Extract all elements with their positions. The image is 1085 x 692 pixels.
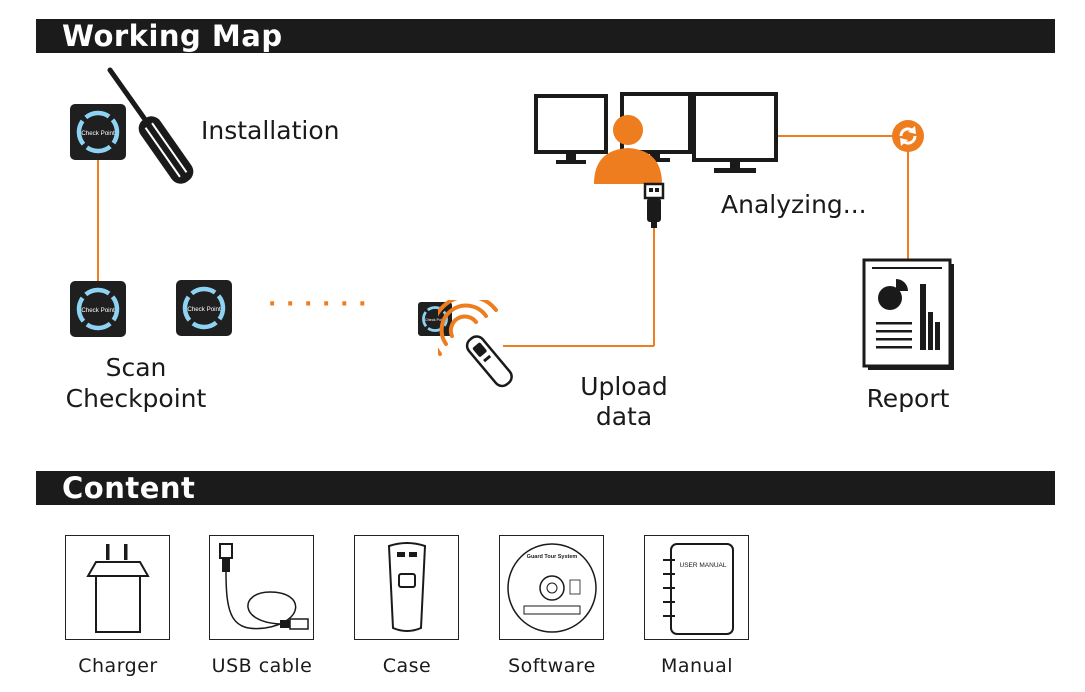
- content-item-label: Manual: [660, 655, 734, 677]
- upload-label-line2: data: [595, 402, 653, 431]
- refresh-icon: [892, 120, 924, 152]
- content-item-label: Case: [382, 655, 432, 677]
- checkpoint-text: Check Point: [81, 130, 115, 137]
- checkpoint-text: Check Point: [187, 306, 221, 313]
- content-item-label: USB cable: [211, 655, 313, 677]
- checkpoint-text: Check Point: [425, 318, 446, 322]
- charger-box: [65, 535, 170, 640]
- scanner-signal-icon: [438, 300, 513, 388]
- installation-label: Installation: [201, 116, 340, 145]
- scan-label-line1: Scan: [105, 353, 167, 382]
- upload-label-line1: Upload: [580, 372, 668, 401]
- analyzing-label: Analyzing...: [721, 190, 867, 219]
- content-banner: Content: [36, 471, 1055, 505]
- content-item-label: Charger: [78, 655, 158, 677]
- manual-text: USER MANUAL: [680, 562, 727, 569]
- screwdriver-icon: [107, 67, 194, 184]
- report-label: Report: [866, 384, 950, 413]
- working-map-title: Working Map: [62, 19, 283, 53]
- case-box: [354, 535, 459, 640]
- checkpoint-installation-icon: Check Point: [70, 104, 126, 160]
- usb-plug-icon: [643, 182, 665, 228]
- scan-label-line2: Checkpoint: [65, 384, 207, 413]
- software-cd-icon: Guard Tour System: [507, 543, 597, 633]
- usb-cable-icon: [219, 543, 309, 630]
- content-item-label: Software: [508, 655, 596, 677]
- usb-cable-box: [209, 535, 314, 640]
- ellipsis-dots: · · · · · ·: [268, 292, 368, 317]
- checkpoint-scan-1-icon: Check Point: [70, 281, 126, 337]
- case-icon: [387, 542, 427, 632]
- checkpoint-text: Check Point: [81, 307, 115, 314]
- software-box: Guard Tour System: [499, 535, 604, 640]
- working-map-banner: Working Map: [36, 19, 1055, 53]
- checkpoint-scan-2-icon: Check Point: [176, 280, 232, 336]
- manual-box: USER MANUAL: [644, 535, 749, 640]
- computer-monitors-icon: [534, 92, 778, 184]
- charger-icon: [86, 544, 150, 633]
- software-disc-title: Guard Tour System: [527, 554, 578, 560]
- report-document-icon: [862, 258, 954, 370]
- manual-icon: USER MANUAL: [663, 543, 734, 635]
- content-title: Content: [62, 471, 196, 505]
